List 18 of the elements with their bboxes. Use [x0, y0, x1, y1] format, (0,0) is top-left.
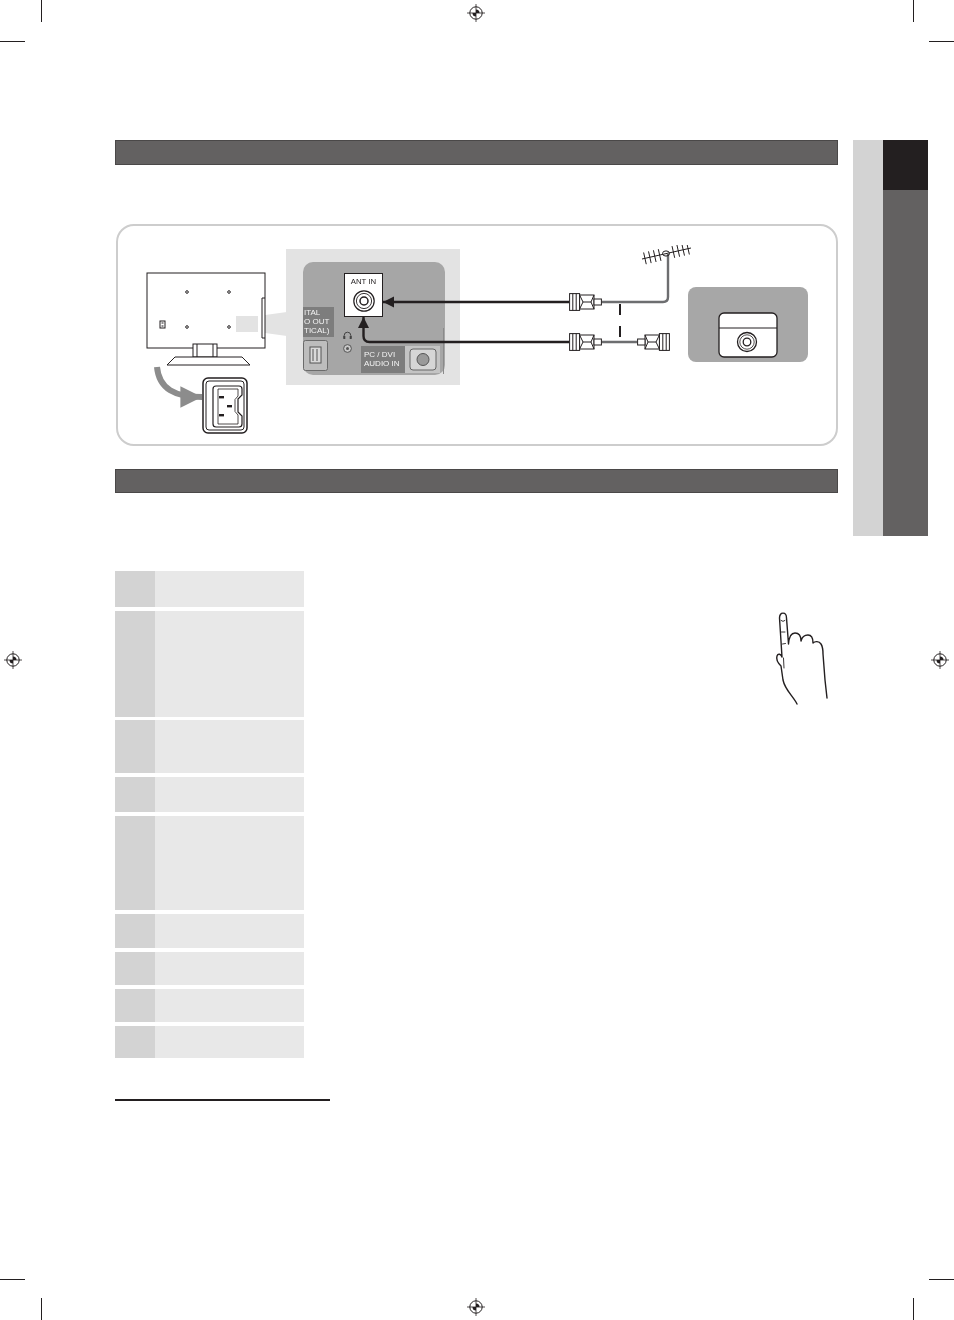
coax-plug-drawing — [569, 293, 602, 311]
curved-arrow — [154, 366, 203, 408]
connection-panel — [286, 249, 460, 385]
coax-plug-drawing — [569, 333, 602, 351]
cable-arrow — [358, 317, 569, 344]
power-socket-drawing — [202, 377, 248, 434]
tv-back-drawing — [145, 272, 268, 367]
cable-arrow — [383, 296, 569, 308]
cable-line — [602, 340, 637, 344]
antenna-input-port — [344, 273, 383, 317]
wall-outlet-drawing — [688, 287, 808, 362]
port-label: TICAL) — [304, 326, 330, 335]
cable-line — [602, 268, 670, 304]
antenna-drawing — [640, 245, 693, 268]
port-label: PC / DVI AUDIO IN — [361, 346, 405, 373]
port-label: O OUT — [304, 317, 330, 326]
coax-plug-drawing — [637, 333, 670, 351]
port-label: ITAL — [304, 308, 321, 317]
